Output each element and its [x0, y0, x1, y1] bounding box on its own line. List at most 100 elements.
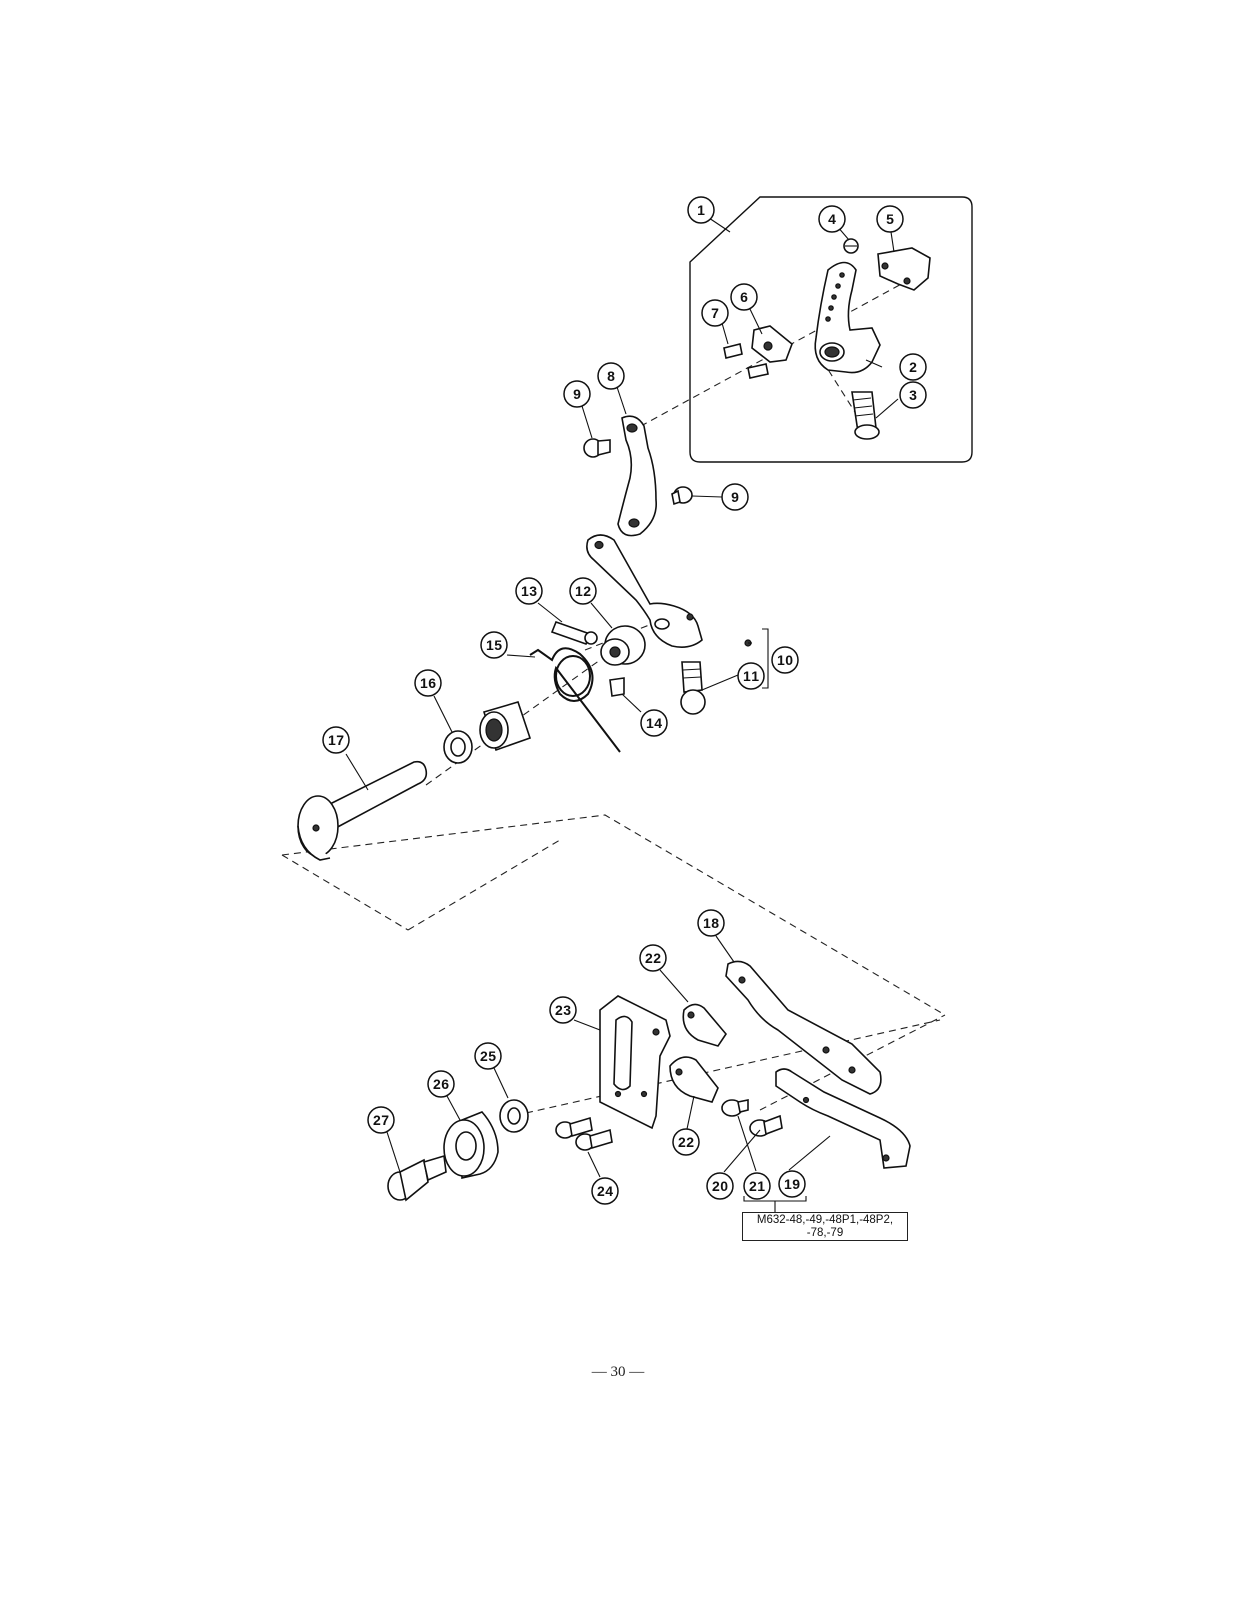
callout-27: 27	[367, 1106, 395, 1134]
callout-4-circle	[818, 205, 846, 233]
crank-arm-part	[814, 261, 881, 374]
page-number: — 30 —	[591, 1364, 645, 1380]
washer-part-25	[499, 1099, 529, 1133]
callout-12-label: 12	[575, 583, 591, 599]
callout-15-circle	[480, 631, 508, 659]
callout-1-label: 1	[697, 202, 705, 218]
callout-7-label: 7	[711, 305, 719, 321]
callout-6-circle	[730, 283, 758, 311]
callout-27-label: 27	[373, 1112, 389, 1128]
callout-19: 19	[778, 1170, 806, 1198]
callout-22a-circle	[639, 944, 667, 972]
model-note-line-1: M632-48,-49,-48P1,-48P2,	[756, 1214, 894, 1226]
callout-22b-label: 22	[678, 1134, 694, 1150]
callout-5: 5	[876, 205, 904, 233]
callout-26: 26	[427, 1070, 455, 1098]
model-applicability-note: M632-48,-49,-48P1,-48P2, -78,-79	[742, 1212, 908, 1241]
callout-3-circle	[899, 381, 927, 409]
callout-25: 25	[474, 1042, 502, 1070]
callout-25-label: 25	[480, 1048, 496, 1064]
screw-part-9-upper	[583, 438, 611, 458]
callout-25-circle	[474, 1042, 502, 1070]
callout-4-label: 4	[828, 211, 836, 227]
callout-11-label: 11	[743, 668, 759, 684]
washer-part-16	[443, 730, 473, 764]
callout-8: 8	[597, 362, 625, 390]
callout-18-circle	[697, 909, 725, 937]
callout-3-label: 3	[909, 387, 917, 403]
assembly-lines	[281, 281, 946, 1114]
screws-part-7	[723, 343, 769, 379]
long-arm-part-18	[725, 960, 882, 1095]
callout-9b: 9	[721, 483, 749, 511]
callout-13: 13	[515, 577, 543, 605]
callout-20-circle	[706, 1172, 734, 1200]
callout-17: 17	[322, 726, 350, 754]
callout-22b-circle	[672, 1128, 700, 1156]
block-part-5	[877, 247, 931, 291]
crank-lever-part-10	[586, 534, 752, 648]
small-nut-part-4	[843, 238, 859, 254]
model-note-line-2: -78,-79	[806, 1227, 844, 1239]
spring-part-15	[529, 647, 621, 753]
knurled-nut-part-26	[443, 1111, 499, 1179]
screw-part-11	[680, 661, 706, 715]
callout-4: 4	[818, 205, 846, 233]
set-screw-part-14	[609, 677, 625, 697]
callout-14-label: 14	[646, 715, 662, 731]
callout-21-circle	[743, 1172, 771, 1200]
callout-17-label: 17	[328, 732, 344, 748]
callout-11-circle	[737, 662, 765, 690]
callout-15: 15	[480, 631, 508, 659]
subassembly-frame	[689, 196, 973, 463]
callout-14: 14	[640, 709, 668, 737]
callout-22b: 22	[672, 1128, 700, 1156]
callout-26-circle	[427, 1070, 455, 1098]
callout-21: 21	[743, 1172, 771, 1200]
callout-2: 2	[899, 353, 927, 381]
callout-21-label: 21	[749, 1178, 765, 1194]
callout-8-label: 8	[607, 368, 615, 384]
cam-part-22-lower	[669, 1056, 719, 1103]
screw-part-9-lower	[671, 486, 693, 506]
callout-12-circle	[569, 577, 597, 605]
callout-9a: 9	[563, 380, 591, 408]
screw-part-21	[749, 1114, 783, 1137]
callout-24: 24	[591, 1177, 619, 1205]
slotted-plate-part-23	[599, 995, 671, 1130]
callout-16-label: 16	[420, 675, 436, 691]
callout-20-label: 20	[712, 1178, 728, 1194]
callout-16: 16	[414, 669, 442, 697]
callout-19-circle	[778, 1170, 806, 1198]
callout-6: 6	[730, 283, 758, 311]
callout-16-circle	[414, 669, 442, 697]
callout-6-label: 6	[740, 289, 748, 305]
bracket-part-19	[775, 1068, 911, 1169]
callout-2-circle	[899, 353, 927, 381]
callout-19-label: 19	[784, 1176, 800, 1192]
callout-26-label: 26	[433, 1076, 449, 1092]
collar-part-12	[600, 625, 646, 666]
callout-18-label: 18	[703, 915, 719, 931]
callout-10-label: 10	[777, 652, 793, 668]
callout-9b-circle	[721, 483, 749, 511]
callout-9a-circle	[563, 380, 591, 408]
screw-part-3	[851, 391, 880, 440]
callout-20: 20	[706, 1172, 734, 1200]
callout-13-circle	[515, 577, 543, 605]
callout-5-label: 5	[886, 211, 894, 227]
callout-1-circle	[687, 196, 715, 224]
callout-3: 3	[899, 381, 927, 409]
bushing-part	[479, 701, 532, 752]
pin-part-13	[550, 620, 598, 646]
cam-part-22-upper	[682, 1003, 727, 1047]
screw-part-20	[721, 1099, 749, 1117]
callout-24-label: 24	[597, 1183, 613, 1199]
callout-10-circle	[771, 646, 799, 674]
callout-10: 10	[771, 646, 799, 674]
callout-5-circle	[876, 205, 904, 233]
callout-24-circle	[591, 1177, 619, 1205]
callout-9b-label: 9	[731, 489, 739, 505]
callout-12: 12	[569, 577, 597, 605]
